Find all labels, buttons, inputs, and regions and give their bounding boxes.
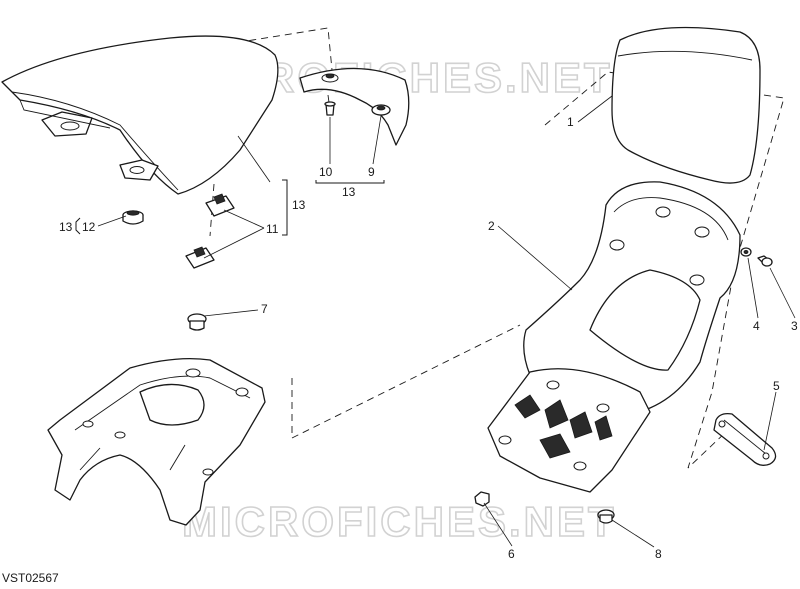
- callout-7: 7: [261, 302, 268, 316]
- callout-4: 4: [753, 319, 760, 333]
- nut-part-6: [474, 491, 490, 507]
- leader-lines: [97, 95, 796, 548]
- bolt-part-7: [187, 313, 207, 331]
- callout-10: 10: [319, 165, 333, 179]
- rider-seat: [1, 35, 279, 195]
- clip-part-11-lower: [185, 246, 215, 269]
- callout-13-bracket: 13: [342, 185, 356, 199]
- callout-12: 12: [82, 220, 96, 234]
- callout-11: 11: [266, 222, 279, 236]
- group-brackets: [75, 179, 385, 236]
- mounting-plate: [487, 368, 651, 493]
- drawing-code: VST02567: [2, 571, 59, 585]
- callout-5: 5: [773, 379, 780, 393]
- callout-8: 8: [655, 547, 662, 561]
- reflector-part-5: [713, 412, 777, 466]
- callout-9: 9: [368, 165, 375, 179]
- washer-part-4: [740, 247, 752, 257]
- backrest-bracket-part-2: [523, 181, 741, 412]
- callout-6: 6: [508, 547, 515, 561]
- backrest-pad-part-1: [611, 26, 761, 184]
- rear-subframe: [47, 357, 266, 526]
- grommet-part-12: [122, 210, 144, 225]
- callout-1: 1: [567, 115, 574, 129]
- screw-part-3: [757, 255, 773, 267]
- callout-13-clips: 13: [292, 198, 306, 212]
- bolt-part-8: [597, 509, 615, 524]
- callout-3: 3: [791, 319, 798, 333]
- seat-bracket-part-13: [299, 67, 410, 146]
- callout-labels: 1 2 3 4 5 6 7 8 9 10 11 12 13 13 13: [59, 115, 798, 561]
- callout-13-grommet: 13: [59, 220, 73, 234]
- watermark-bottom: MICROFICHES.NET: [182, 498, 617, 545]
- clip-part-11-upper: [205, 193, 235, 217]
- callout-2: 2: [488, 219, 495, 233]
